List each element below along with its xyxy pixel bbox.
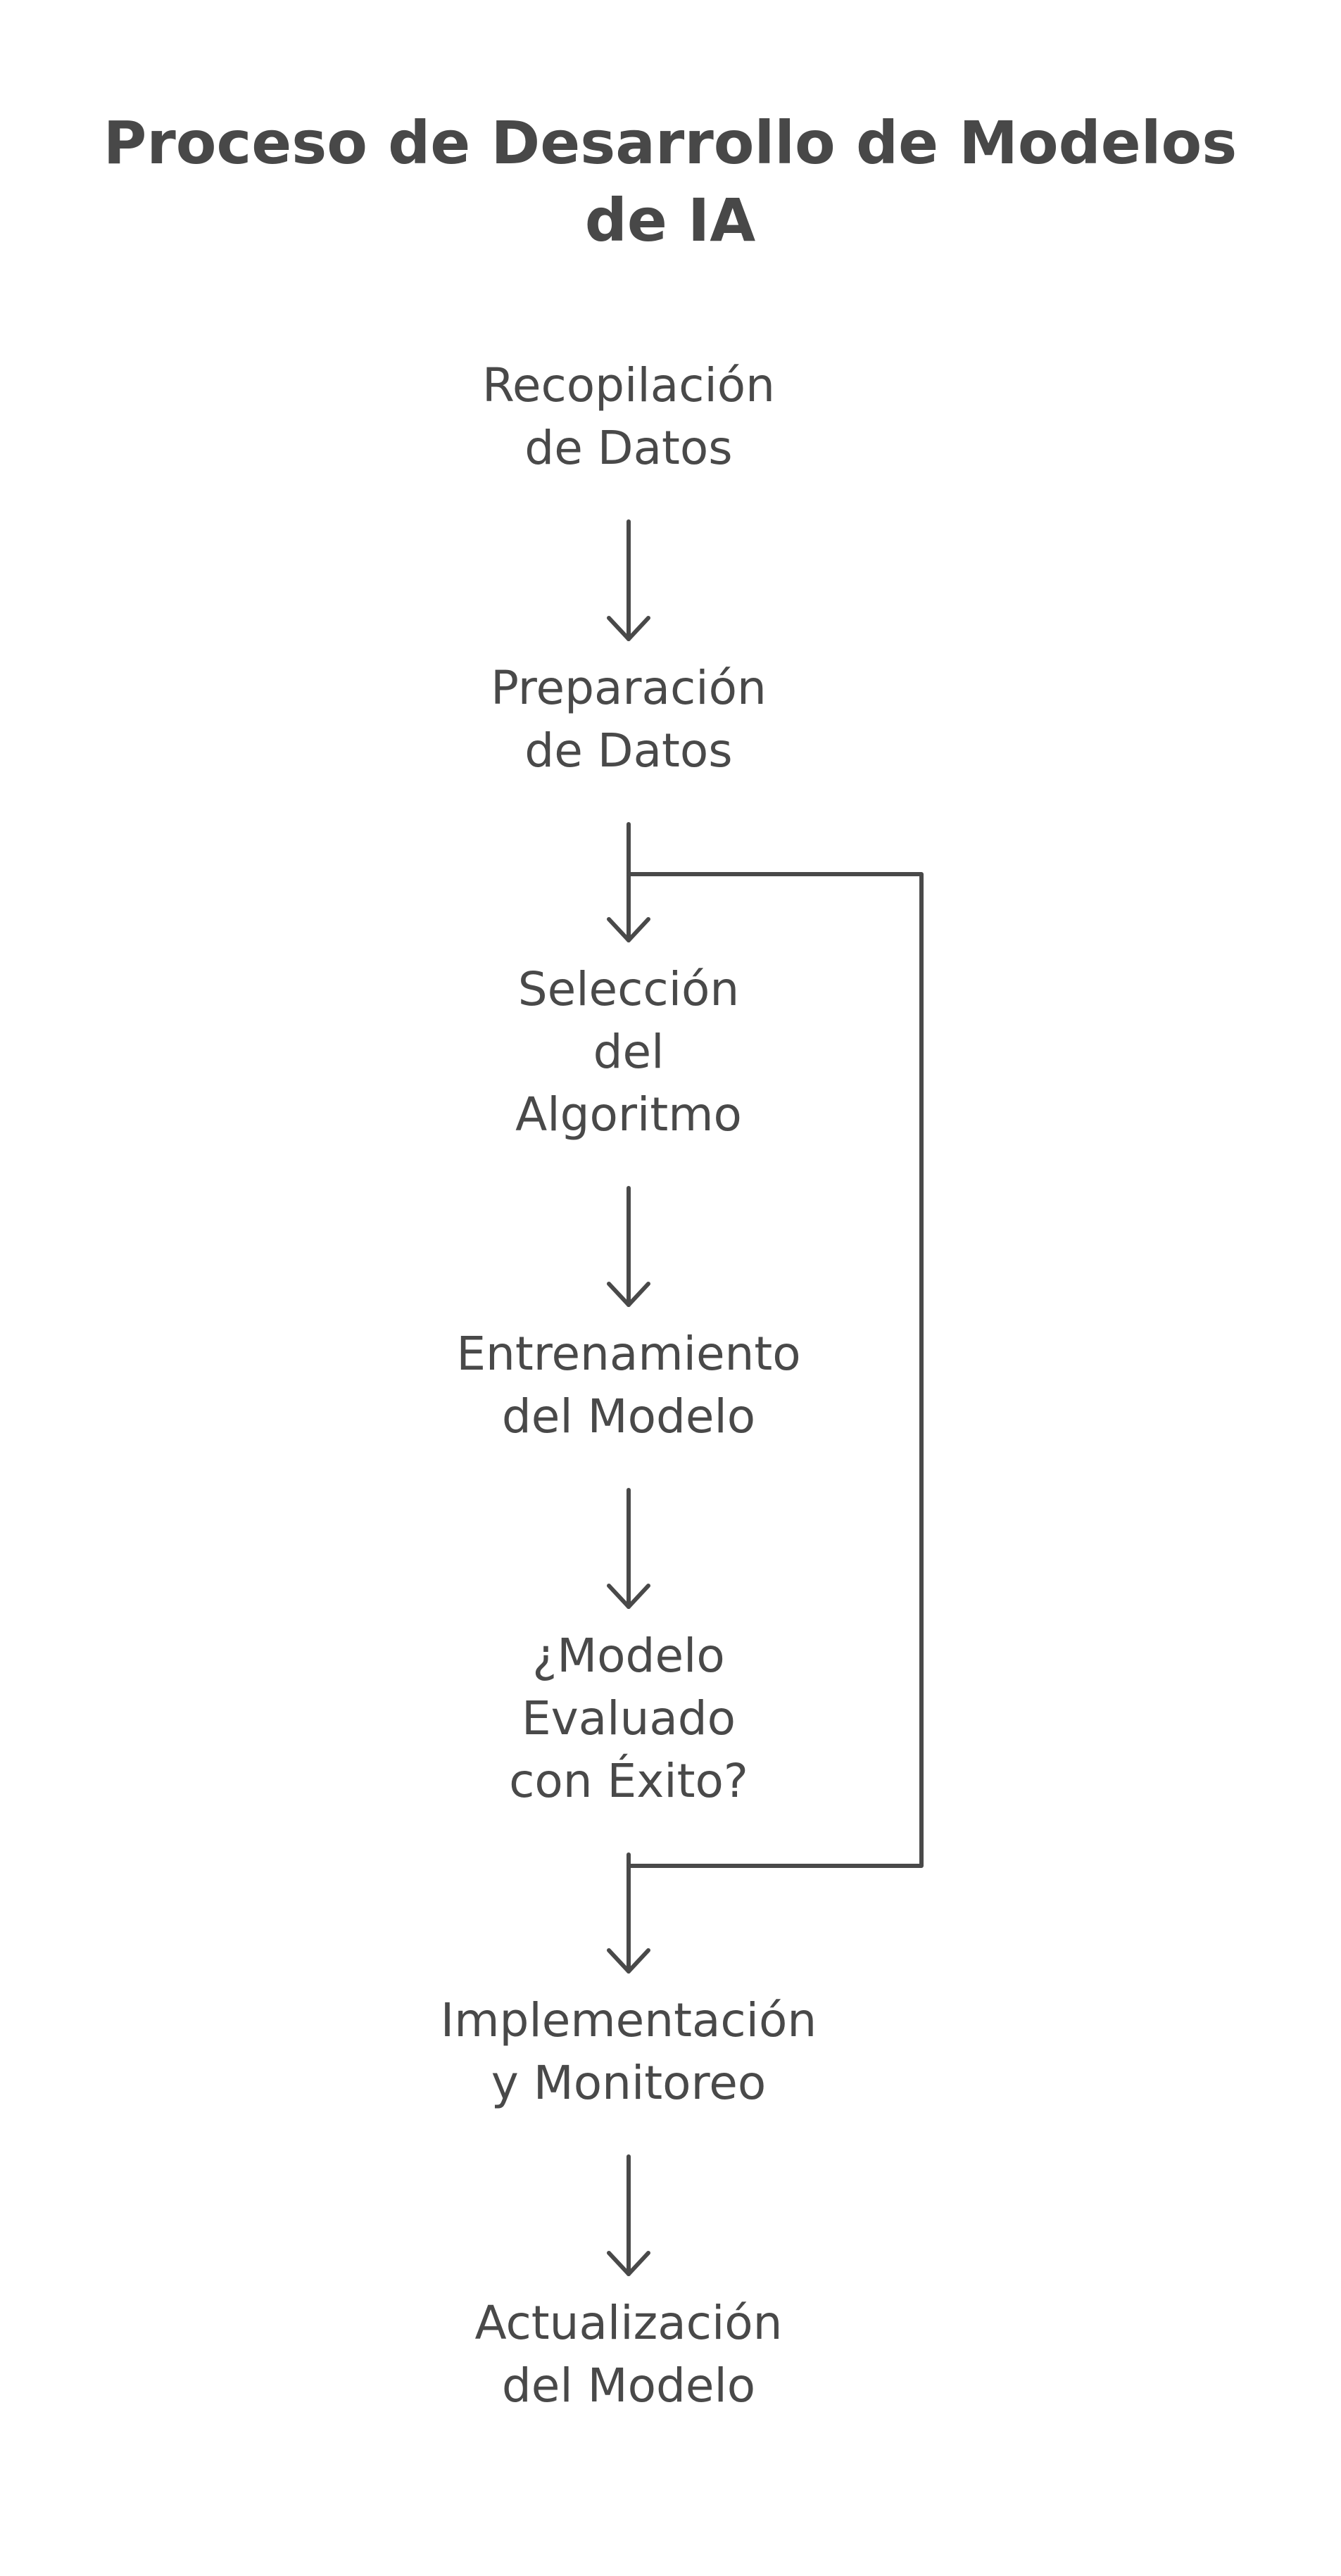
node-entrenamiento: Entrenamiento del Modelo: [456, 1327, 800, 1444]
node-label-line: Evaluado: [522, 1691, 736, 1745]
arrowhead-icon: [607, 1282, 650, 1307]
node-label-line: de Datos: [524, 724, 732, 778]
node-label-line: Recopilación: [482, 358, 775, 412]
node-label-line: Selección: [518, 962, 740, 1016]
node-label-line: Actualización: [474, 2296, 782, 2350]
node-label-line: Implementación: [441, 1993, 817, 2047]
title-line-1: Proceso de Desarrollo de Modelos: [103, 108, 1237, 177]
arrowhead-icon: [607, 917, 650, 942]
title-line-2: de IA: [585, 186, 756, 255]
arrowhead-icon: [607, 616, 650, 641]
arrowhead-icon: [607, 1948, 650, 1974]
node-label-line: con Éxito?: [509, 1753, 748, 1808]
node-recopilacion: Recopilación de Datos: [482, 358, 775, 475]
node-preparacion: Preparación de Datos: [491, 661, 767, 778]
node-label-line: del: [593, 1025, 665, 1079]
node-label-line: ¿Modelo: [532, 1629, 725, 1683]
node-label-line: de Datos: [524, 421, 732, 475]
node-actualizacion: Actualización del Modelo: [474, 2296, 782, 2413]
node-label-line: del Modelo: [502, 1389, 755, 1444]
node-label-line: Entrenamiento: [456, 1327, 800, 1381]
node-implementacion: Implementación y Monitoreo: [441, 1993, 817, 2110]
node-label-line: y Monitoreo: [491, 2056, 766, 2110]
edges: [607, 519, 924, 2276]
arrowhead-icon: [607, 1584, 650, 1609]
arrowhead-icon: [607, 2251, 650, 2276]
loop-edge-evaluacion-to-seleccion: [627, 872, 924, 1868]
node-label-line: Preparación: [491, 661, 767, 715]
diagram-title: Proceso de Desarrollo de Modelos de IA: [103, 108, 1237, 255]
node-label-line: Algoritmo: [515, 1087, 742, 1142]
node-label-line: del Modelo: [502, 2359, 755, 2413]
